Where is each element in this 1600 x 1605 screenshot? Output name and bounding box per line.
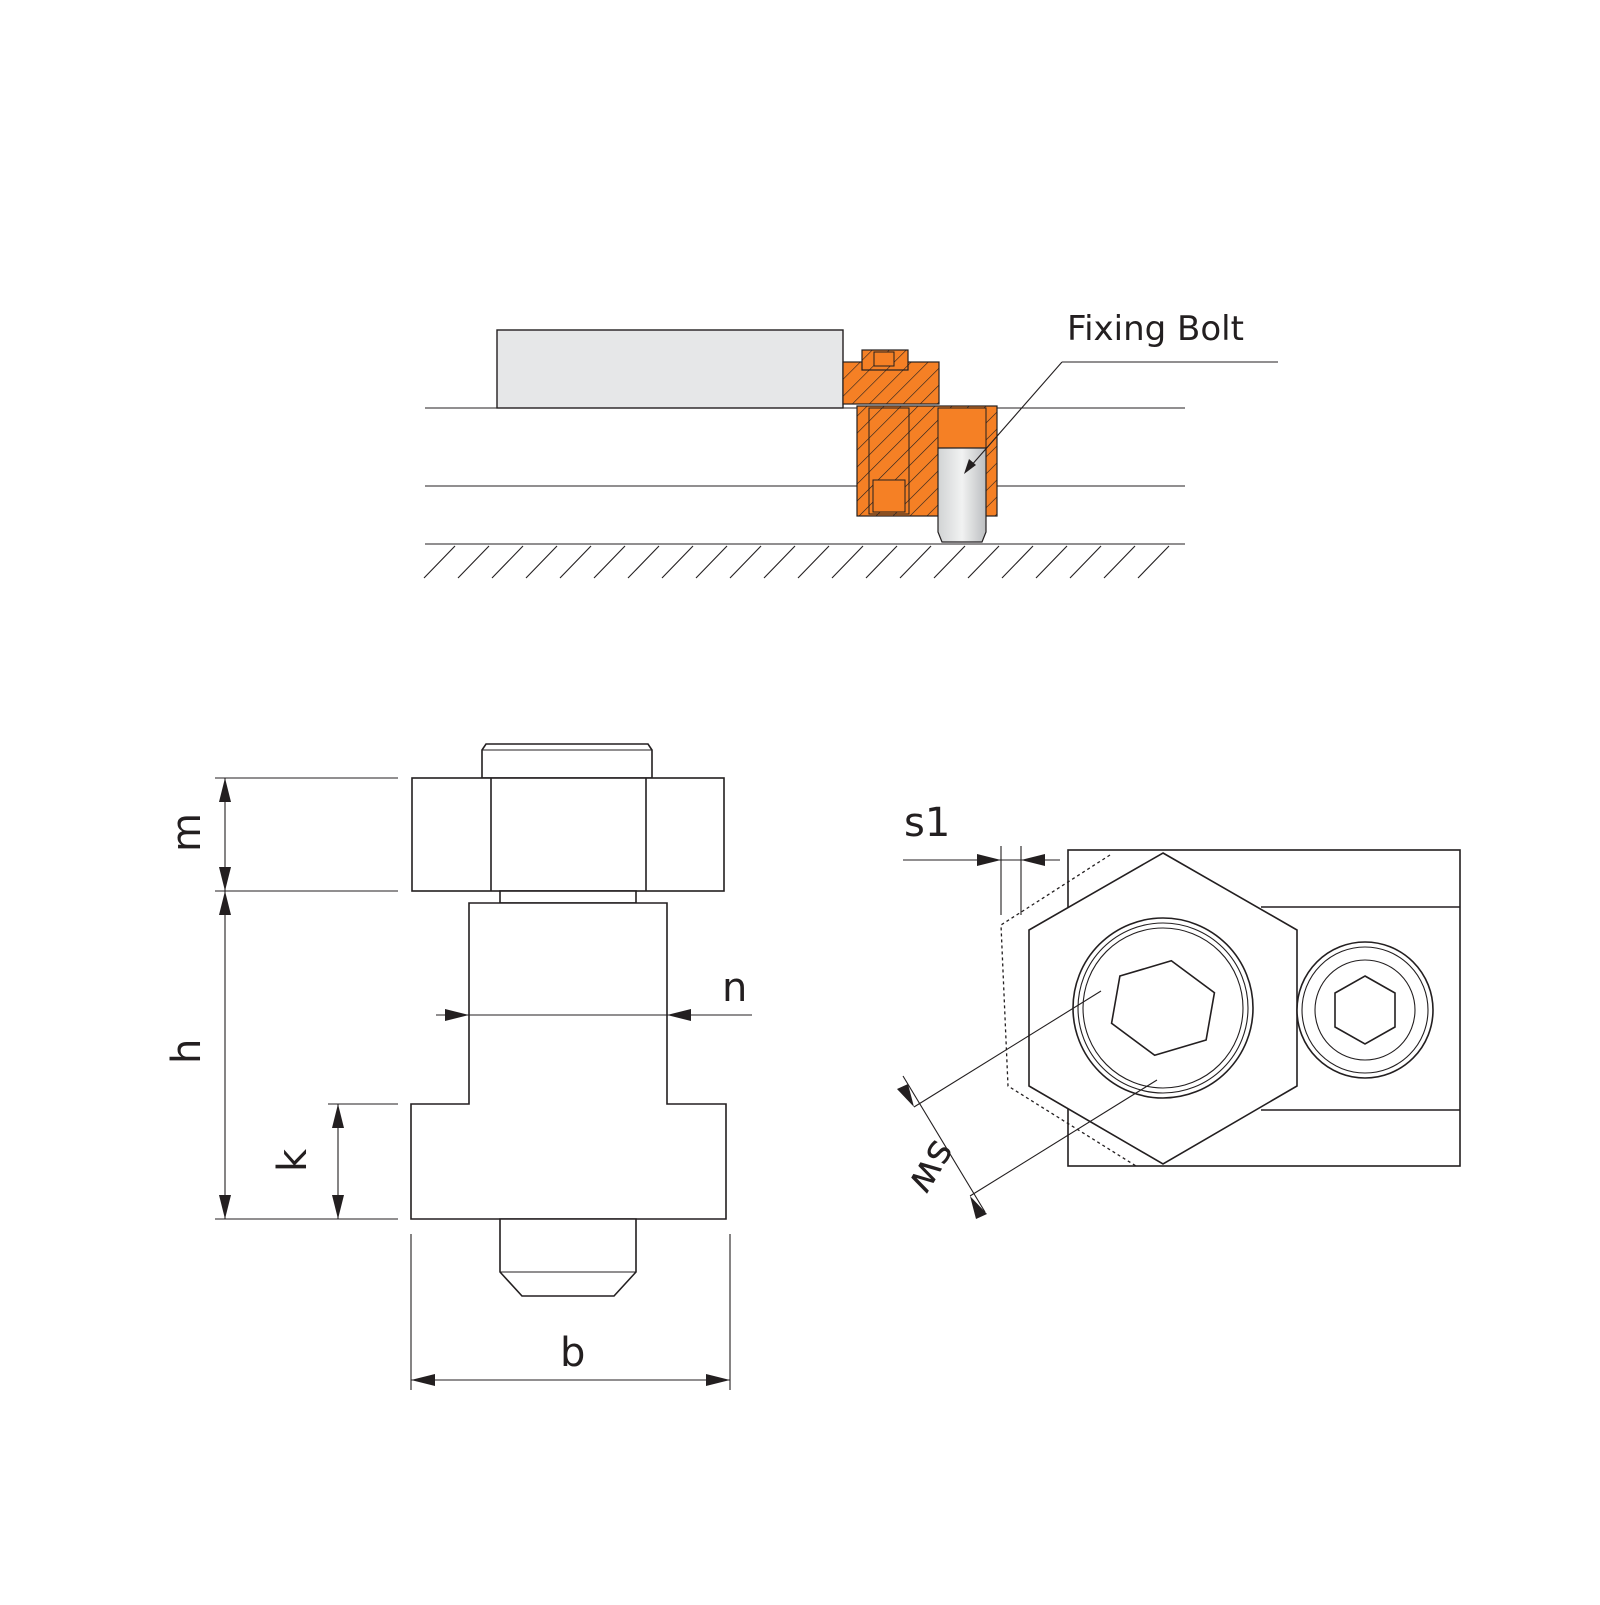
ground-hatch-stroke xyxy=(1103,545,1136,579)
stud-neck xyxy=(499,890,637,904)
dimension-s1: s1 xyxy=(903,800,1060,915)
ground-hatch-stroke xyxy=(457,545,490,579)
ground-hatch-stroke xyxy=(831,545,864,579)
dimension-h: h xyxy=(164,891,231,1219)
assembly-view: Fixing Bolt xyxy=(423,309,1278,579)
ground-hatch-stroke xyxy=(763,545,796,579)
stud-bottom xyxy=(499,1218,637,1297)
socket-bolt-small xyxy=(1296,941,1434,1079)
front-view: m h k n b xyxy=(164,743,752,1390)
ground-hatch-stroke xyxy=(797,545,830,579)
dimension-h-label: h xyxy=(164,1039,210,1064)
ground-hatch-stroke xyxy=(1069,545,1102,579)
dimension-b-label: b xyxy=(560,1330,585,1376)
ground-hatch-stroke xyxy=(627,545,660,579)
ground-hatch-stroke xyxy=(1001,545,1034,579)
dimension-n-label: n xyxy=(722,965,747,1011)
dimension-k: k xyxy=(270,1104,344,1219)
ground-hatch-stroke xyxy=(525,545,558,579)
ground-hatch xyxy=(423,545,1170,579)
ground-hatch-stroke xyxy=(695,545,728,579)
dimension-m: m xyxy=(164,778,231,891)
t-slot-body xyxy=(410,902,727,1220)
hidden-outline xyxy=(1000,854,1137,1167)
ground-hatch-stroke xyxy=(729,545,762,579)
dimension-k-label: k xyxy=(270,1148,316,1172)
ground-hatch-stroke xyxy=(661,545,694,579)
workpiece xyxy=(496,329,844,409)
socket-bolt-large xyxy=(1072,917,1254,1099)
ground-hatch-stroke xyxy=(423,545,456,579)
dimension-s1-label: s1 xyxy=(904,800,950,846)
dimension-b: b xyxy=(411,1330,730,1386)
top-view: s1 sw xyxy=(897,800,1461,1219)
fixing-bolt-callout: Fixing Bolt xyxy=(964,309,1278,474)
ground-hatch-stroke xyxy=(967,545,1000,579)
ground-hatch-stroke xyxy=(1035,545,1068,579)
nut xyxy=(411,777,725,892)
ground-hatch-stroke xyxy=(899,545,932,579)
ground-hatch-stroke xyxy=(593,545,626,579)
dimension-sw-label: sw xyxy=(899,1133,966,1203)
ground-hatch-stroke xyxy=(933,545,966,579)
ground-hatch-stroke xyxy=(491,545,524,579)
clamp-head xyxy=(842,349,940,405)
fixing-bolt-label: Fixing Bolt xyxy=(1067,309,1244,349)
dimension-n: n xyxy=(436,965,752,1021)
ground-hatch-stroke xyxy=(1137,545,1170,579)
dimension-m-label: m xyxy=(164,813,210,852)
ground-hatch-stroke xyxy=(865,545,898,579)
stud-top xyxy=(481,743,653,779)
ground-hatch-stroke xyxy=(559,545,592,579)
fixing-bolt xyxy=(937,447,987,543)
